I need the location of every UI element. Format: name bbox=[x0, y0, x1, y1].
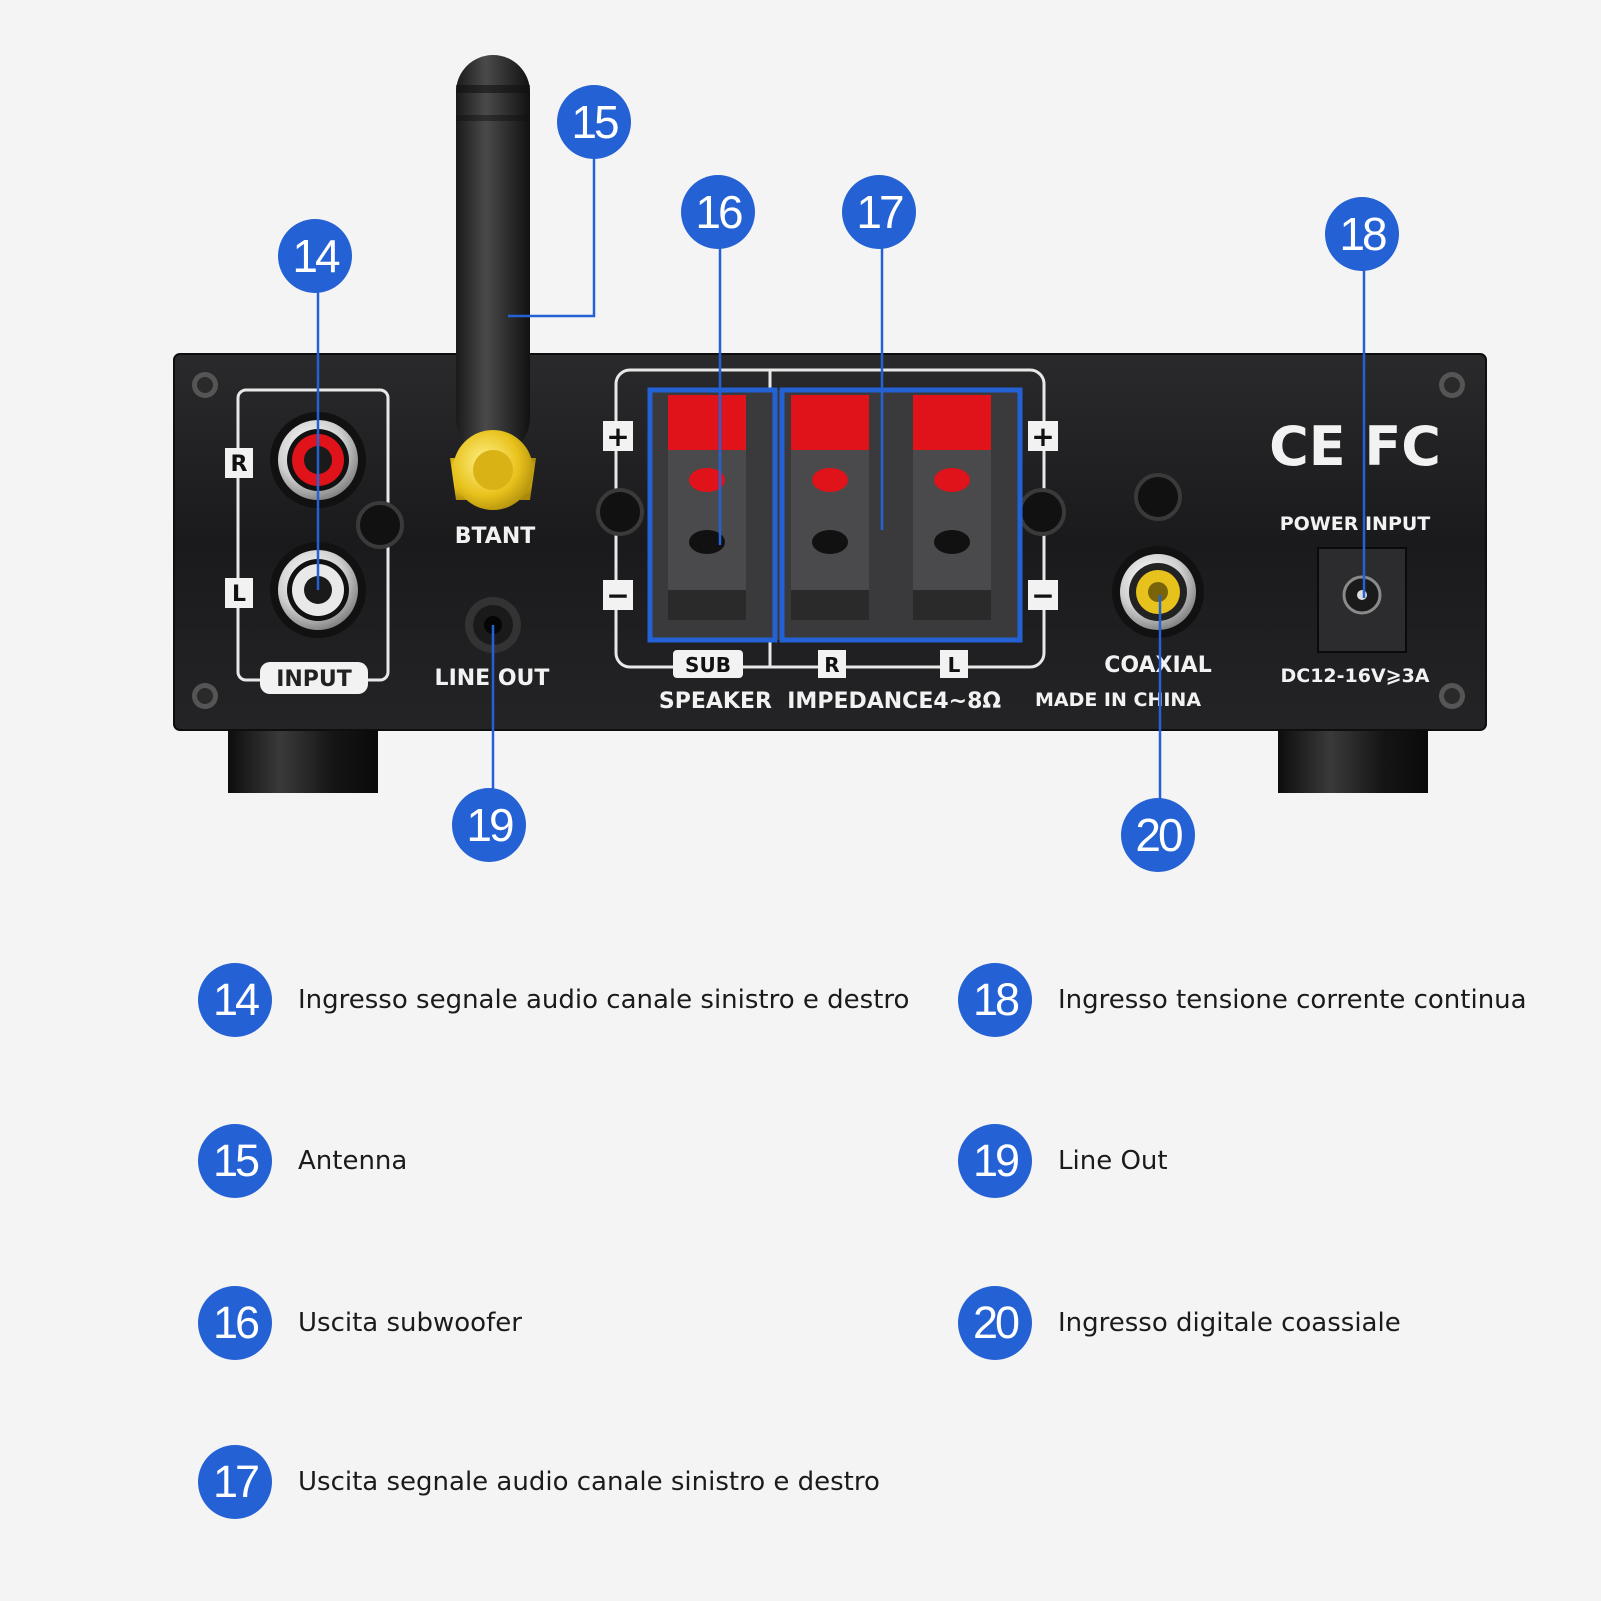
callout-badge-19: 19 bbox=[452, 788, 526, 862]
sub-tag bbox=[673, 650, 743, 678]
input-screw bbox=[356, 501, 404, 549]
svg-text:20: 20 bbox=[1135, 809, 1182, 861]
made-in-label: MADE IN CHINA bbox=[1035, 689, 1201, 711]
r-label: R bbox=[824, 653, 839, 677]
legend-badge-15: 15 bbox=[198, 1124, 272, 1198]
plus-left-tag bbox=[603, 421, 633, 451]
right-speaker-terminal[interactable] bbox=[791, 395, 869, 620]
callout-lines bbox=[316, 158, 1366, 800]
input-r-tag bbox=[225, 448, 253, 478]
left-speaker-terminal[interactable] bbox=[913, 395, 991, 620]
legend-badge-17: 17 bbox=[198, 1445, 272, 1519]
legend-text-16: Uscita subwoofer bbox=[298, 1308, 522, 1338]
legend-text-14: Ingresso segnale audio canale sinistro e… bbox=[298, 985, 910, 1015]
speaker-screw-left bbox=[596, 488, 644, 536]
minus-right: − bbox=[1031, 579, 1054, 612]
antenna-label: BTANT bbox=[455, 524, 536, 549]
legend-text-15: Antenna bbox=[298, 1146, 408, 1176]
callout-badge-18: 18 bbox=[1325, 197, 1399, 271]
callout-badge-15: 15 bbox=[557, 85, 631, 159]
speaker-impedance-label: SPEAKER IMPEDANCE4~8Ω bbox=[659, 689, 1002, 714]
plus-right: + bbox=[1031, 420, 1054, 453]
sub-label: SUB bbox=[685, 653, 731, 677]
speaker-screw-right bbox=[1018, 488, 1066, 536]
minus-right-tag bbox=[1028, 580, 1058, 610]
coaxial-screw bbox=[1134, 473, 1182, 521]
coaxial-label: COAXIAL bbox=[1104, 653, 1211, 678]
svg-text:18: 18 bbox=[1339, 208, 1386, 260]
input-label-tag bbox=[260, 662, 368, 694]
corner-screws bbox=[192, 372, 1465, 709]
r-tag bbox=[818, 650, 846, 678]
antenna[interactable] bbox=[450, 55, 536, 510]
coaxial-jack[interactable] bbox=[1112, 546, 1204, 638]
callout-badge-17: 17 bbox=[842, 175, 916, 249]
legend-badge-14: 14 bbox=[198, 963, 272, 1037]
legend-badge-19: 19 bbox=[958, 1124, 1032, 1198]
input-label: INPUT bbox=[276, 667, 352, 692]
sub-terminal[interactable] bbox=[668, 395, 746, 620]
svg-text:15: 15 bbox=[571, 96, 618, 148]
svg-text:19: 19 bbox=[466, 799, 513, 851]
l-label: L bbox=[948, 653, 961, 677]
sub-highlight-box bbox=[647, 387, 778, 643]
right-foot bbox=[1278, 725, 1428, 793]
plus-right-tag bbox=[1028, 421, 1058, 451]
certification-marks: CE FC bbox=[1269, 415, 1441, 478]
input-r-label: R bbox=[231, 452, 248, 477]
rl-highlight-box bbox=[779, 387, 1023, 643]
dc-power-jack[interactable] bbox=[1317, 547, 1407, 653]
legend-text-18: Ingresso tensione corrente continua bbox=[1058, 985, 1527, 1015]
svg-text:16: 16 bbox=[695, 186, 742, 238]
legend-text-17: Uscita segnale audio canale sinistro e d… bbox=[298, 1467, 880, 1497]
legend-badge-18: 18 bbox=[958, 963, 1032, 1037]
callout-badge-20: 20 bbox=[1121, 798, 1195, 872]
left-foot bbox=[228, 725, 378, 793]
plus-left: + bbox=[606, 420, 629, 453]
power-input-label: POWER INPUT bbox=[1280, 513, 1431, 535]
minus-left-tag bbox=[603, 580, 633, 610]
callout-badge-16: 16 bbox=[681, 175, 755, 249]
svg-text:14: 14 bbox=[292, 230, 340, 282]
svg-text:17: 17 bbox=[856, 186, 903, 238]
input-l-tag bbox=[225, 578, 253, 608]
callout-badge-14: 14 bbox=[278, 219, 352, 293]
minus-left: − bbox=[606, 579, 629, 612]
legend-badge-20: 20 bbox=[958, 1286, 1032, 1360]
dc-rating-label: DC12-16V⩾3A bbox=[1280, 665, 1429, 687]
legend-badge-16: 16 bbox=[198, 1286, 272, 1360]
legend-text-19: Line Out bbox=[1058, 1146, 1168, 1176]
l-tag bbox=[940, 650, 968, 678]
input-l-label: L bbox=[232, 582, 246, 607]
legend-text-20: Ingresso digitale coassiale bbox=[1058, 1308, 1401, 1338]
